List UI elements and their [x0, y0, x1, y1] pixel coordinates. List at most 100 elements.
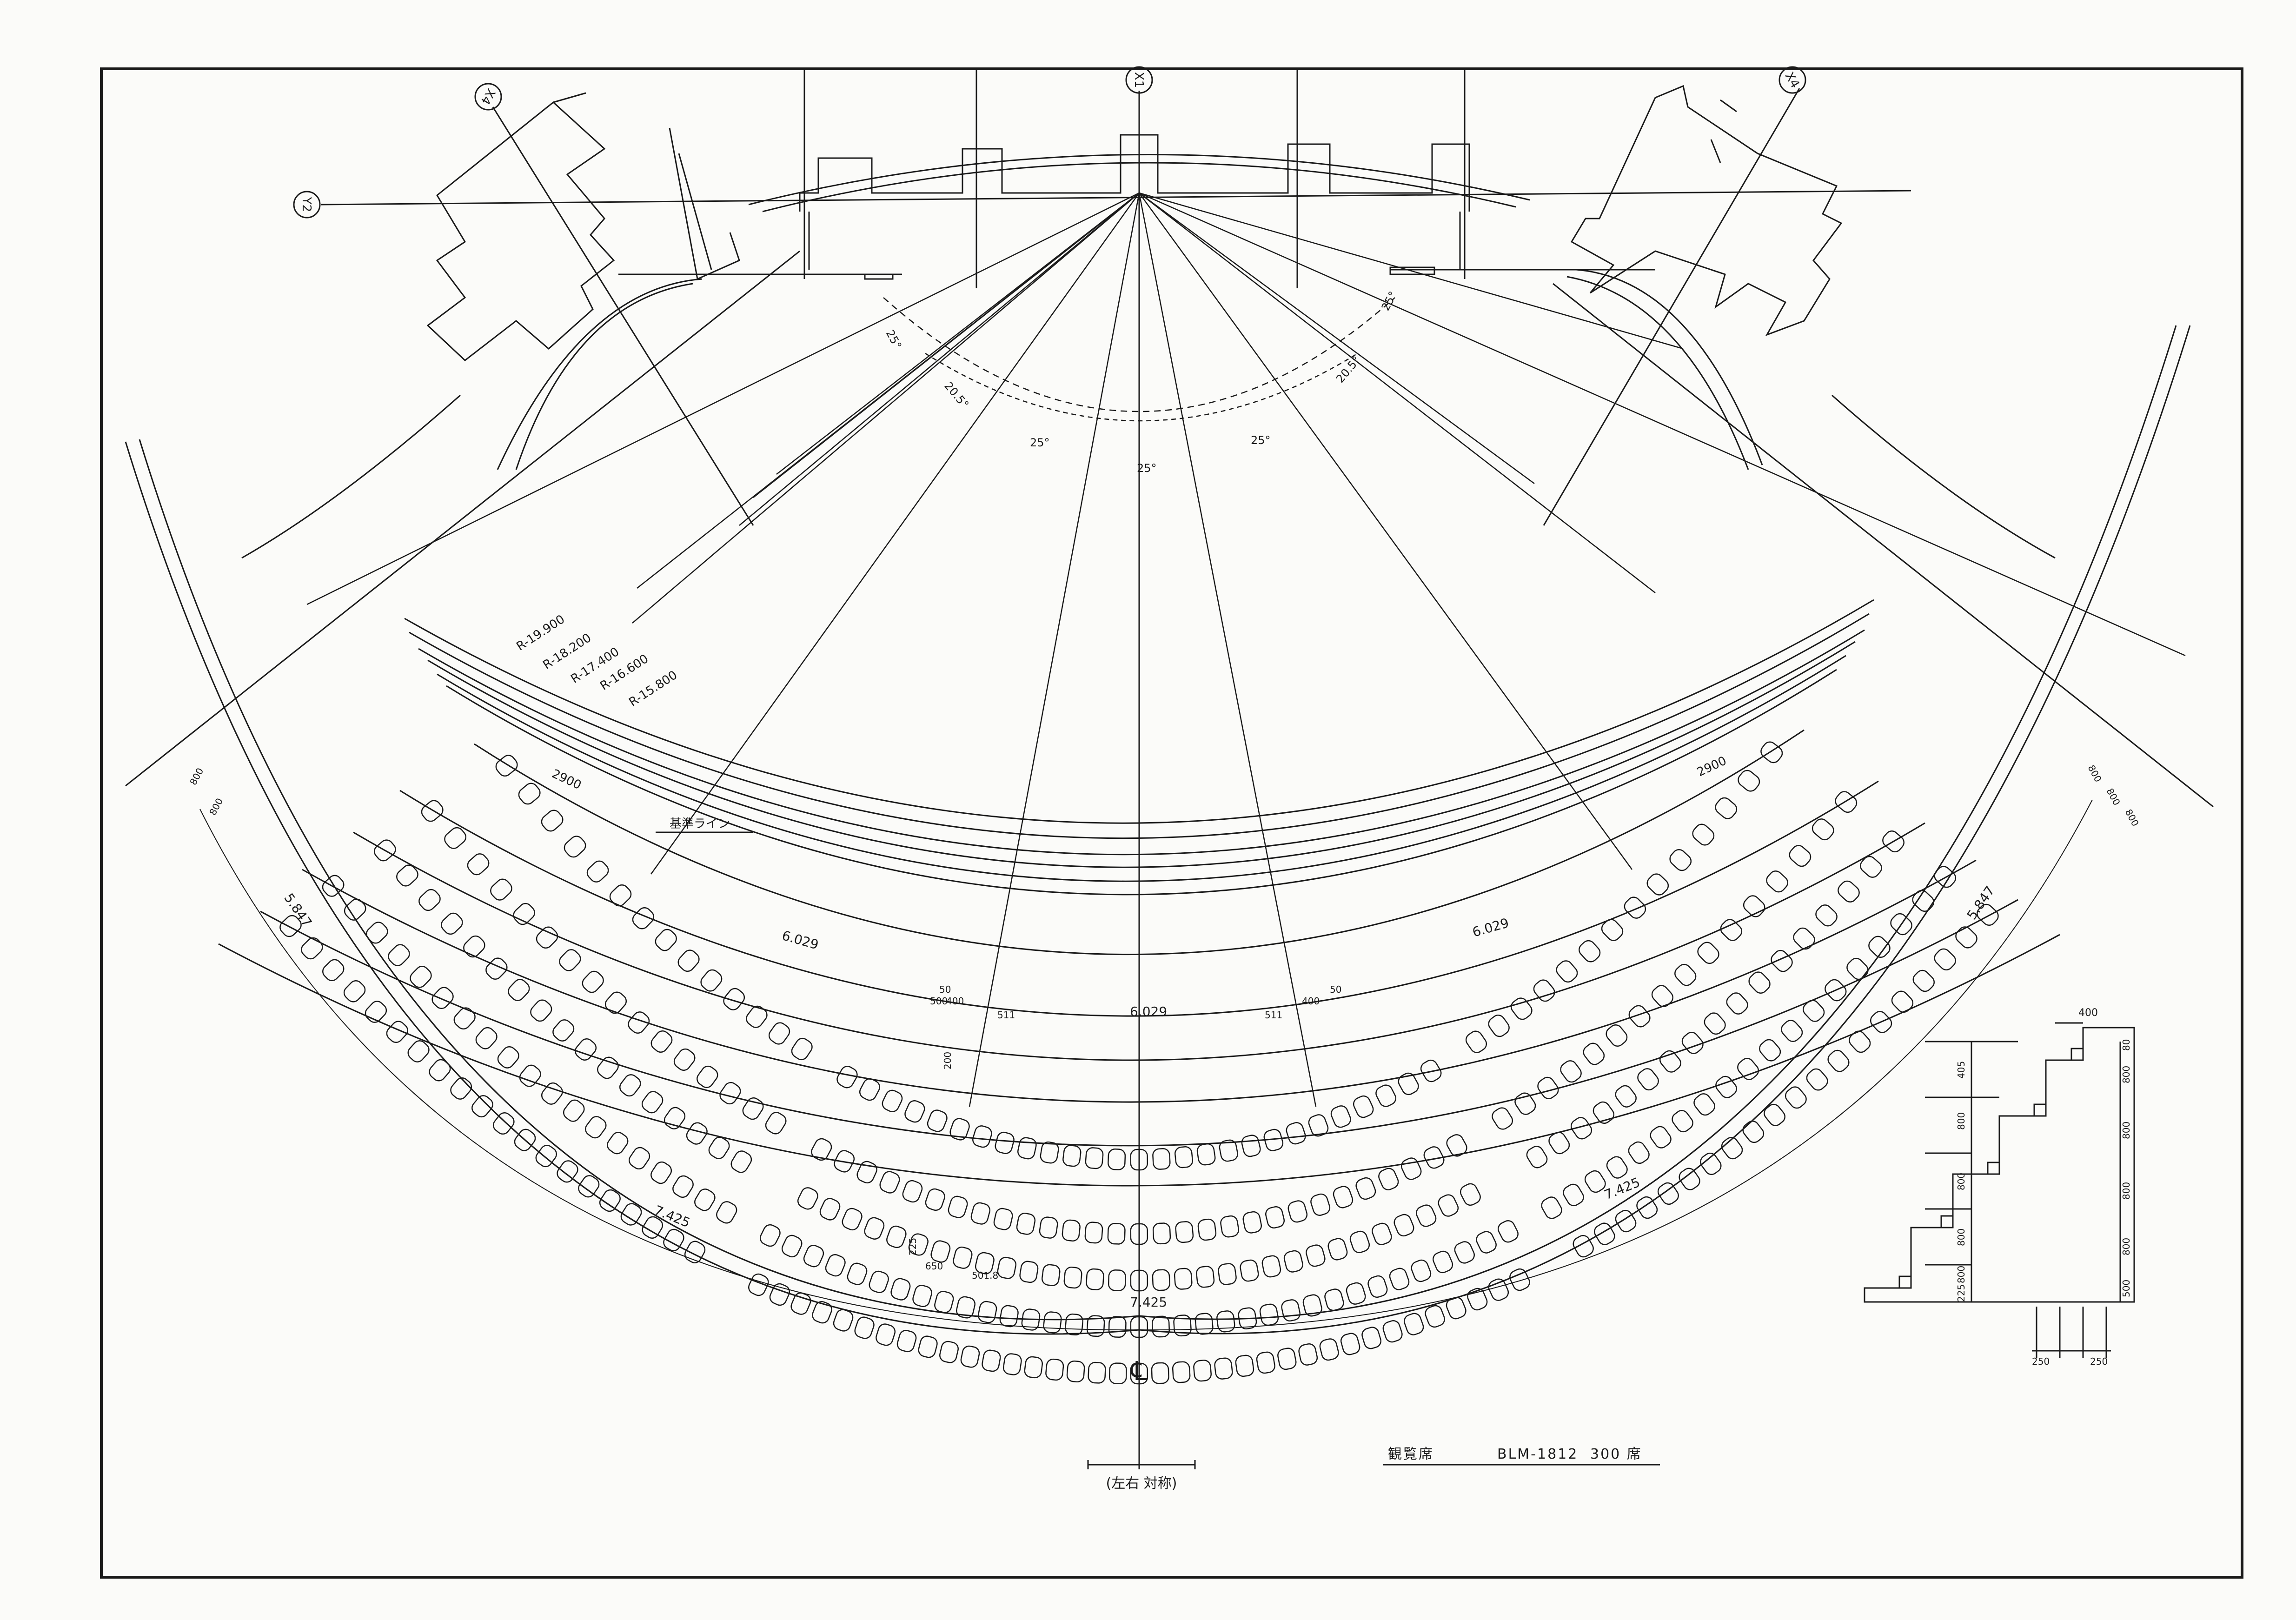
row-depth-label: 800 [207, 796, 225, 817]
axis-x4-left-bubble [474, 83, 502, 111]
seat [1793, 927, 1815, 950]
seat [934, 1291, 954, 1314]
seat [1016, 1212, 1036, 1235]
seat [1346, 1282, 1366, 1305]
axis-y2-label: Y2 [299, 197, 313, 212]
seat [697, 1065, 718, 1088]
walkway-arc-2 [409, 613, 1870, 839]
seat [444, 827, 467, 849]
seat [1108, 1362, 1127, 1385]
seat [700, 969, 723, 992]
seat [1130, 1362, 1148, 1385]
seat [1196, 1266, 1215, 1288]
seat [564, 836, 586, 858]
seat [450, 1077, 472, 1100]
seat [1460, 1183, 1481, 1206]
seat [1017, 1137, 1037, 1160]
seat [1152, 1222, 1171, 1245]
seat [1584, 1170, 1606, 1193]
seat [927, 1109, 948, 1132]
seat [557, 1160, 578, 1183]
row-depth-labels: 800 800 800 800 800 [187, 763, 2141, 828]
seat [463, 935, 485, 958]
seat [1556, 960, 1578, 983]
seat [1594, 1222, 1615, 1245]
seat [1537, 1076, 1559, 1099]
seat [1715, 1076, 1737, 1098]
walkway-arc-5 [437, 655, 1846, 882]
seat [1324, 1288, 1344, 1311]
radial-line [1138, 193, 1633, 870]
seat [1771, 949, 1793, 972]
seat [628, 1011, 650, 1034]
title-model: BLM-1812 [1497, 1446, 1578, 1462]
radial-line [1139, 192, 1684, 350]
seat [388, 944, 410, 966]
seat [642, 1216, 664, 1239]
seat [1764, 1103, 1785, 1126]
dim-501: 501.8 [972, 1270, 998, 1281]
seat [723, 988, 745, 1010]
seat [1628, 1141, 1650, 1164]
seat [746, 1005, 768, 1028]
seat [1509, 1268, 1530, 1291]
seat [1721, 1137, 1743, 1160]
seat [1977, 903, 1999, 926]
seat [1214, 1357, 1233, 1380]
section-riser-right: 80 [2121, 1039, 2132, 1051]
seat [513, 903, 535, 925]
outer-arcs [125, 325, 2191, 1335]
cross-line-right [1553, 283, 2214, 808]
seat [859, 1078, 881, 1101]
seat [1298, 1343, 1318, 1366]
drawing-border [100, 67, 2243, 1579]
seat [1615, 1085, 1637, 1108]
seat [585, 1116, 607, 1139]
seat [1353, 1095, 1374, 1118]
walkway-arc-6 [446, 669, 1837, 896]
stage-arc-2 [762, 162, 1516, 212]
seat [759, 1224, 781, 1247]
seat [1045, 1358, 1064, 1381]
seat [650, 1161, 672, 1184]
seat [629, 1147, 650, 1170]
angle-label-inner-left: 25° [1030, 436, 1050, 449]
seat [825, 1254, 846, 1277]
seat [879, 1171, 900, 1194]
seat [1420, 1059, 1442, 1082]
seat [599, 1189, 621, 1212]
seat [1235, 1354, 1254, 1377]
seat [604, 991, 627, 1014]
section-step-1 [2070, 1048, 2084, 1061]
seat [1265, 1206, 1285, 1228]
radial-line [650, 193, 1140, 875]
seat [1742, 1121, 1765, 1143]
seat [765, 1112, 787, 1135]
seat [1825, 979, 1847, 1002]
seat [1361, 1327, 1382, 1349]
seat [1287, 1200, 1308, 1223]
seat [1606, 1024, 1628, 1047]
seat [1433, 1250, 1453, 1274]
seat [518, 783, 541, 805]
seat [497, 1046, 519, 1069]
seat [684, 1241, 706, 1263]
title-label: 観覧席 [1388, 1446, 1434, 1462]
seat [1281, 1299, 1301, 1321]
seat [475, 1027, 498, 1049]
seat [1651, 985, 1673, 1007]
seat [1302, 1294, 1322, 1317]
seat [582, 970, 604, 993]
seat [530, 999, 552, 1022]
cross-line-left [125, 250, 800, 787]
seat [632, 907, 655, 930]
axis-x4-right-line [1543, 88, 1800, 526]
seat [1812, 818, 1834, 841]
seat [441, 912, 463, 935]
seat [1657, 1182, 1679, 1205]
back-panel-arc-right [1831, 394, 2056, 559]
seat [1043, 1311, 1062, 1334]
seat [1759, 1039, 1781, 1062]
seat [1606, 1156, 1628, 1179]
